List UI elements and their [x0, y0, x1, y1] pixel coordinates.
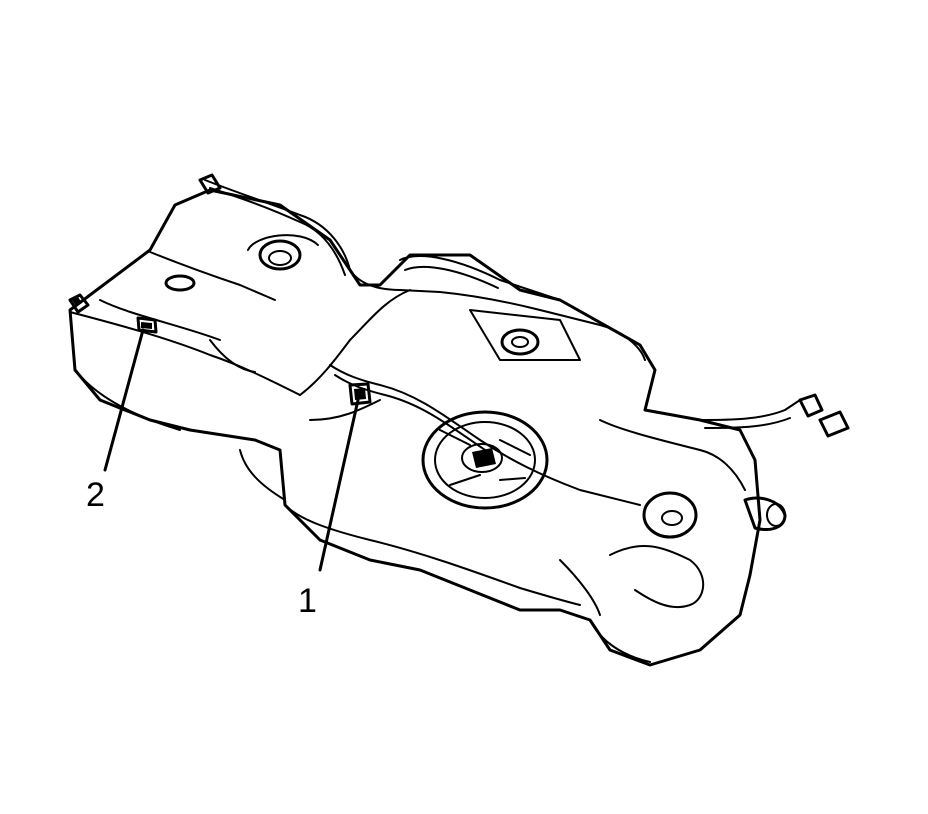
callout-2-label: 2	[86, 476, 105, 514]
top-hose-connector	[198, 173, 222, 195]
center-vent-port	[469, 309, 581, 361]
right-electrical-connector	[743, 393, 850, 531]
fuel-tank-body	[68, 188, 762, 667]
retaining-clip-1	[348, 382, 372, 406]
callout-1-label: 1	[298, 582, 317, 620]
right-sender-port	[642, 491, 698, 539]
retaining-clip-2	[136, 316, 158, 334]
filler-neck	[247, 234, 319, 271]
callout-1-leader	[318, 398, 360, 572]
fuel-lines	[99, 179, 801, 506]
left-oval-port	[164, 274, 196, 292]
fuel-pump-module	[421, 410, 549, 510]
callout-2-leader	[103, 328, 145, 472]
left-hose-connector	[68, 293, 90, 314]
